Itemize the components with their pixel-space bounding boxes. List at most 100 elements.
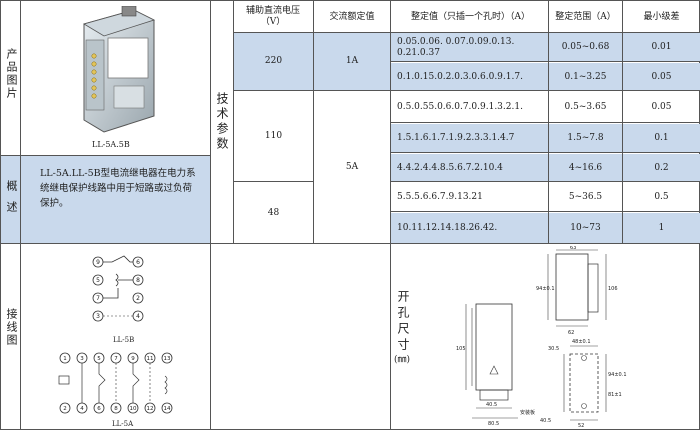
dim-w-bottom: 62 bbox=[568, 330, 574, 336]
cutout-unit: (㎜) bbox=[394, 355, 411, 365]
dim-h-right2: 94±0.1 bbox=[608, 372, 627, 378]
dim-w-mid: 40.5 bbox=[486, 402, 497, 408]
svg-text:7: 7 bbox=[96, 295, 100, 302]
svg-text:8: 8 bbox=[114, 406, 118, 412]
grid-line bbox=[210, 0, 211, 430]
product-image-label: 产品图片 bbox=[5, 48, 18, 100]
table-row: 0.05.0.06. 0.07.0.09.0.13. 0.21.0.37 0.0… bbox=[391, 33, 700, 62]
setting-values-cell: 10.11.12.14.18.26.42. bbox=[397, 222, 498, 233]
svg-text:7: 7 bbox=[114, 356, 118, 362]
svg-text:10: 10 bbox=[130, 406, 137, 412]
table-row: 0.5.0.55.0.6.0.7.0.9.1.3.2.1. 0.5~3.65 0… bbox=[391, 92, 700, 123]
setting-values-cell: 5.5.5.6.6.7.9.13.21 bbox=[397, 192, 483, 202]
cutout-drawing: 63 94±0.1 106 62 105 40.5 80.5 安装板 48±0.… bbox=[420, 245, 690, 429]
min-step-cell: 1 bbox=[658, 222, 665, 233]
dim-h-side: 105 bbox=[456, 346, 466, 352]
setting-range-cell: 0.05~0.68 bbox=[561, 42, 610, 52]
cutout-section-label: 开孔尺寸 bbox=[396, 290, 410, 354]
header-setting-values: 整定值（只插一个孔时）（A） bbox=[411, 11, 531, 22]
header-setting-range: 整定范围（A） bbox=[555, 11, 616, 22]
overview-panel bbox=[21, 156, 210, 243]
dc-group-110: 110 bbox=[234, 92, 313, 182]
svg-text:9: 9 bbox=[131, 356, 135, 362]
dim-h-main: 94±0.1 bbox=[536, 286, 555, 292]
product-model: LL-5A.5B bbox=[92, 140, 130, 149]
min-step-cell: 0.2 bbox=[654, 162, 669, 173]
grid-line bbox=[622, 33, 623, 243]
svg-text:6: 6 bbox=[136, 259, 140, 266]
dim-w-hole2: 30.5 bbox=[548, 346, 559, 352]
setting-values-cell: 0.05.0.06. 0.07.0.09.0.13. 0.21.0.37 bbox=[397, 36, 515, 58]
table-row: 5.5.5.6.6.7.9.13.21 5~36.5 0.5 bbox=[391, 183, 700, 212]
min-step-cell: 0.1 bbox=[654, 133, 669, 143]
grid-line bbox=[313, 0, 314, 243]
table-row: 0.1.0.15.0.2.0.3.0.6.0.9.1.7. 0.1~3.25 0… bbox=[391, 63, 700, 91]
svg-text:3: 3 bbox=[96, 313, 100, 320]
grid-line bbox=[233, 0, 234, 243]
dim-h-right: 106 bbox=[608, 286, 618, 292]
setting-range-cell: 4~16.6 bbox=[568, 162, 603, 173]
svg-text:2: 2 bbox=[136, 295, 140, 302]
svg-text:12: 12 bbox=[147, 406, 154, 412]
svg-text:1: 1 bbox=[63, 356, 67, 362]
setting-values-cell: 1.5.1.6.1.7.1.9.2.3.3.1.4.7 bbox=[397, 133, 515, 143]
svg-text:6: 6 bbox=[97, 406, 101, 412]
svg-text:11: 11 bbox=[147, 356, 154, 362]
wiring-caption-bottom: LL-5A bbox=[112, 420, 134, 428]
dc-group-48: 48 bbox=[267, 207, 280, 218]
dc-group-220: 220 bbox=[234, 33, 313, 91]
header-ac-rated: 交流额定值 bbox=[329, 11, 375, 22]
ac-group-1a: 1A bbox=[314, 33, 390, 91]
grid-line bbox=[390, 243, 391, 430]
svg-text:3: 3 bbox=[80, 356, 84, 362]
grid-line bbox=[20, 0, 21, 430]
setting-values-cell: 4.4.2.4.4.8.5.6.7.2.10.4 bbox=[397, 162, 503, 173]
svg-text:14: 14 bbox=[164, 406, 171, 412]
overview-label: 概述 bbox=[5, 180, 18, 222]
ac-group-5a: 5A bbox=[345, 162, 359, 172]
table-row: 10.11.12.14.18.26.42. 10~73 1 bbox=[391, 213, 700, 243]
dim-w-hole3: 40.5 bbox=[540, 418, 551, 424]
product-image bbox=[74, 5, 158, 136]
grid-line bbox=[390, 0, 391, 243]
tech-section-label: 技术参数 bbox=[215, 92, 229, 152]
table-row: 1.5.1.6.1.7.1.9.2.3.3.1.4.7 1.5~7.8 0.1 bbox=[391, 124, 700, 153]
overview-label-bg bbox=[1, 156, 20, 243]
relay-illustration bbox=[82, 5, 156, 133]
svg-text:9: 9 bbox=[96, 259, 100, 266]
setting-range-cell: 10~73 bbox=[570, 222, 601, 233]
grid-line bbox=[548, 33, 549, 243]
dim-w-bottom2: 52 bbox=[578, 423, 584, 428]
min-step-cell: 0.05 bbox=[651, 71, 672, 82]
wiring-caption-top: LL-5B bbox=[113, 336, 135, 344]
table-row: 4.4.2.4.4.8.5.6.7.2.10.4 4~16.6 0.2 bbox=[391, 154, 700, 182]
svg-text:2: 2 bbox=[63, 406, 67, 412]
min-step-cell: 0.05 bbox=[651, 102, 672, 112]
svg-text:5: 5 bbox=[96, 277, 100, 284]
setting-range-cell: 5~36.5 bbox=[568, 192, 603, 202]
min-step-cell: 0.5 bbox=[654, 192, 669, 202]
setting-range-cell: 1.5~7.8 bbox=[567, 133, 604, 143]
grid-line bbox=[233, 32, 700, 33]
svg-text:4: 4 bbox=[136, 313, 140, 320]
svg-text:13: 13 bbox=[164, 356, 171, 362]
setting-range-cell: 0.1~3.25 bbox=[564, 71, 607, 82]
header-dc-voltage: 辅助直流电压（V） bbox=[245, 6, 300, 27]
svg-text:4: 4 bbox=[80, 406, 84, 412]
overview-text: LL-5A.LL-5B型电流继电器在电力系统继电保护线路中用于短路或过负荷保护。 bbox=[40, 168, 196, 209]
dim-w-hole: 48±0.1 bbox=[572, 339, 591, 345]
svg-text:5: 5 bbox=[97, 356, 101, 362]
setting-values-cell: 0.5.0.55.0.6.0.7.0.9.1.3.2.1. bbox=[397, 102, 523, 112]
min-step-cell: 0.01 bbox=[651, 42, 672, 52]
grid-line bbox=[0, 155, 210, 156]
dim-w-top: 63 bbox=[570, 246, 576, 251]
setting-range-cell: 0.5~3.65 bbox=[564, 102, 607, 112]
dim-w-base: 80.5 bbox=[488, 421, 499, 427]
header-min-step: 最小级差 bbox=[643, 11, 680, 22]
wiring-label: 接线图 bbox=[5, 308, 18, 347]
dim-h-right3: 81±1 bbox=[608, 392, 622, 398]
setting-values-cell: 0.1.0.15.0.2.0.3.0.6.0.9.1.7. bbox=[397, 71, 523, 82]
grid-line bbox=[0, 243, 700, 244]
